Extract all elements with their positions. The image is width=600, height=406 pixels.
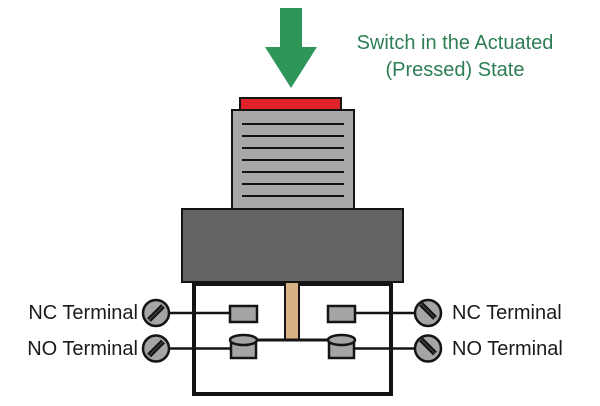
plunger-rib bbox=[242, 183, 344, 185]
caption-line-1: Switch in the Actuated bbox=[356, 32, 554, 54]
no-contact-right bbox=[326, 333, 357, 360]
screw-terminal-no-left-icon bbox=[141, 334, 171, 363]
screw-terminal-nc-right-icon bbox=[413, 298, 443, 328]
caption: Switch in the Actuated (Pressed) State bbox=[330, 30, 580, 84]
screw-terminal-nc-left-icon bbox=[141, 298, 171, 328]
label-no-terminal-left: NO Terminal bbox=[27, 338, 138, 360]
switch-housing bbox=[181, 208, 404, 283]
plunger-rib bbox=[242, 195, 344, 197]
label-nc-terminal-right: NC Terminal bbox=[452, 302, 562, 324]
plunger-stem bbox=[284, 283, 300, 341]
nc-contact-right bbox=[326, 304, 357, 324]
down-arrow-icon bbox=[265, 8, 317, 88]
screw-terminal-no-right-icon bbox=[413, 334, 443, 363]
plunger-rib bbox=[242, 147, 344, 149]
plunger-rib bbox=[242, 171, 344, 173]
caption-line-2: (Pressed) State bbox=[385, 59, 525, 81]
no-contact-left bbox=[228, 333, 259, 360]
nc-contact-left bbox=[228, 304, 259, 324]
plunger-rib bbox=[242, 135, 344, 137]
plunger-rib bbox=[242, 123, 344, 125]
button-cap bbox=[239, 97, 342, 111]
label-nc-terminal-left: NC Terminal bbox=[28, 302, 138, 324]
label-no-terminal-right: NO Terminal bbox=[452, 338, 563, 360]
plunger-rib bbox=[242, 159, 344, 161]
